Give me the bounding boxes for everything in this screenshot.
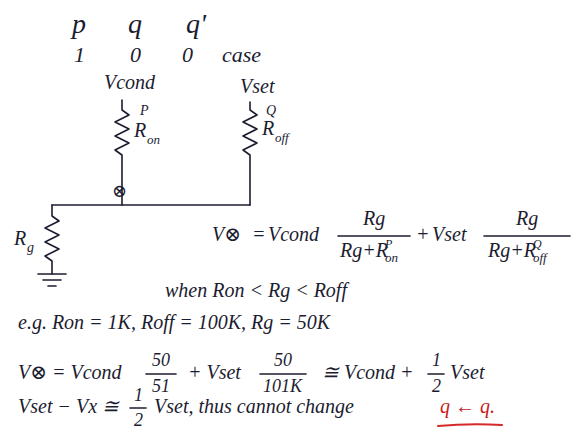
equation-text: Vset, thus cannot change [154,396,354,416]
fraction-bar [260,373,306,375]
wire [52,204,250,206]
equation-text: 50 [152,351,170,369]
equation-text: 1 [134,386,143,404]
circuit-label: g [27,241,34,255]
equation-text: when Ron < Rg < Roff [165,280,347,300]
circuit-label: Vset [240,76,274,96]
equation-text: 50 [274,351,292,369]
fraction-bar [338,235,410,237]
equation-text: 1 [432,351,441,369]
resistor-symbol [45,205,59,274]
resistor-symbol [243,102,257,205]
truth-value: 0 [182,44,193,66]
equation-text: off [533,251,547,264]
fraction-bar [130,407,146,409]
equation-text: Rg [516,208,538,228]
circuit-label: Q [266,104,276,118]
circuit-label: off [275,131,289,144]
equation-text: + Vset [188,362,241,382]
ground-symbol [43,279,61,281]
equation-text: + [416,224,430,244]
equation-text: Rg+R [488,240,536,260]
equation-text: 2 [432,377,441,395]
fraction-bar [428,373,444,375]
equation-text: Rg+R [340,240,388,260]
equation-text: 2 [134,411,143,429]
equation-text: e.g. Ron = 1K, Roff = 100K, Rg = 50K [18,312,330,332]
equation-text: Vset [432,224,466,244]
signal-name: p [72,10,86,38]
signal-name: q' [186,10,206,38]
circuit-label: ⊗ [112,182,127,200]
ground-symbol [48,285,56,287]
fraction-bar [484,235,570,237]
equation-text: Vset [450,362,484,382]
equation-text: P [385,238,392,250]
circuit-label: on [147,133,160,146]
fraction-bar [146,373,176,375]
circuit-label: R [14,228,26,248]
equation-text: ≅ Vcond + [322,362,414,382]
equation-text: V⊗ = Vcond [18,362,122,382]
signal-name: q [128,10,142,38]
equation-text: Vset − Vx ≅ [18,396,119,416]
truth-value: 1 [74,44,85,66]
equation-text: Rg [363,208,385,228]
truth-value: 0 [130,44,141,66]
circuit-label: P [140,104,149,118]
equation-text: V⊗ [212,224,241,244]
circuit-label: Vcond [104,72,155,92]
equation-text: Q [533,238,542,250]
equation-text: 51 [152,377,170,395]
equation-text: 101K [263,377,302,395]
equation-text: on [385,251,398,264]
circuit-label: R [134,120,146,140]
equation-text: = [252,224,266,244]
equation-text: Vcond [268,224,319,244]
red-underline [438,424,502,426]
ground-symbol [38,273,66,275]
case-note: case [222,44,261,66]
circuit-label: R [262,118,274,138]
equation-text: q ← q. [440,396,495,416]
